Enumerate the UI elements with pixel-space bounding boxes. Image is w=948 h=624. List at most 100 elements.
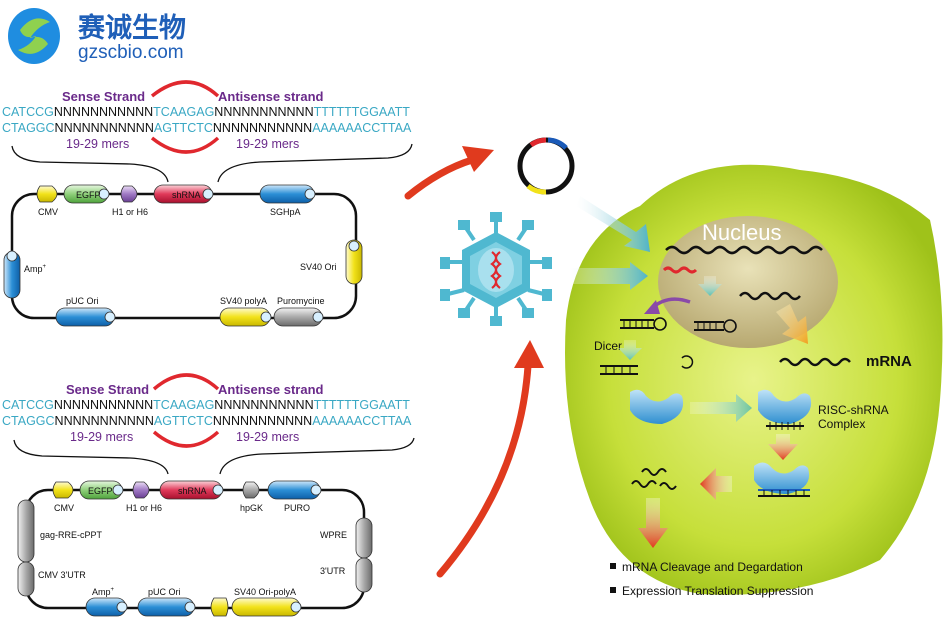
amp-label: Amp+ [24, 264, 47, 274]
mers-left-label-2: 19-29 mers [70, 430, 133, 444]
risc-bound-icon [754, 462, 810, 494]
lenti-amp-label: Amp+ [92, 587, 115, 597]
puromycine-label: Puromycine [277, 296, 325, 306]
mers-left-label: 19-29 mers [66, 137, 129, 151]
wpre-element [355, 517, 373, 559]
egfp-label: EGFP [76, 190, 101, 200]
mers-right-label-2: 19-29 mers [236, 430, 299, 444]
lenti-sv40-label: SV40 Ori-polyA [234, 587, 296, 597]
sequence-line-2: CTAGGCNNNNNNNNNNNAGTTCTCNNNNNNNNNNNAAAAA… [2, 121, 412, 135]
plasmid-blue-segment [547, 137, 568, 150]
outcome-arrow [638, 498, 668, 548]
entry-arrow-plasmid [576, 196, 650, 252]
cleavage-arrow [700, 468, 732, 500]
antisense-strand-label: Antisense strand [218, 89, 324, 104]
wpre-label: WPRE [320, 530, 347, 540]
arrow-to-virus [436, 362, 532, 578]
loop-fragment-icon [681, 355, 694, 369]
logo-url-text: gzscbio.com [78, 42, 184, 63]
plasmid-yellow-segment [526, 183, 547, 195]
lenti-amp-endcap-icon [116, 601, 128, 613]
risc-complex-icon [758, 389, 812, 424]
lenti-h1-icon [132, 481, 150, 499]
risc-label-line1: RISC-shRNA [818, 403, 889, 417]
sequence-line-1: CATCCGNNNNNNNNNNNTCAAGAGNNNNNNNNNNNTTTTT… [2, 105, 410, 119]
sghpa-label: SGHpA [270, 207, 301, 217]
sense-strand-label: Sense Strand [62, 89, 145, 104]
lentiviral-plasmid: EGFP shRNA CMV H1 or H6 hpGK PURO gag-RR… [17, 480, 373, 617]
sense-strand-label-2: Sense Strand [66, 382, 149, 397]
hpgk-label: hpGK [240, 503, 263, 513]
amp-endcap-icon [6, 250, 18, 262]
mrna-export-arrow [776, 304, 808, 344]
lenti-backbone [24, 488, 366, 610]
risc-protein-icon [630, 389, 684, 424]
gag-rre-cppt-label: gag-RRE-cPPT [40, 530, 103, 540]
utr3-label: 3'UTR [320, 566, 346, 576]
sv40-ori-label: SV40 Ori [300, 262, 337, 272]
transcribe-arrow [698, 276, 722, 296]
shrna-hairpin-group [620, 317, 737, 333]
cmv-label: CMV [38, 207, 58, 217]
lentivirus-icon [440, 212, 552, 326]
plasmid-red-segment [529, 137, 547, 148]
bracket-right [217, 143, 413, 183]
puro-endcap-icon [310, 484, 322, 496]
logo-mark [8, 8, 60, 64]
lenti-egfp-endcap-icon [112, 484, 124, 496]
shrna-transcript-icon [662, 266, 698, 274]
nuclear-mrna-icon [739, 291, 801, 301]
lenti-egfp-label: EGFP [88, 486, 113, 496]
cytoplasmic-mrna-icon [779, 357, 851, 367]
puc-ori-label: pUC Ori [66, 296, 99, 306]
shrna-label: shRNA [172, 190, 201, 200]
target-cell: Nucleus Dicer [565, 164, 943, 598]
lenti-sv40-endcap-icon [290, 601, 302, 613]
dicer-arrow [618, 340, 642, 360]
sequence-line-1b: CATCCGNNNNNNNNNNNTCAAGAGNNNNNNNNNNNTTTTT… [2, 398, 410, 412]
virus-rna-icon-2 [494, 251, 502, 289]
lenti-sv40-element [231, 597, 301, 617]
target-binding-arrow [768, 434, 798, 460]
bullet-icon-2 [610, 587, 616, 593]
shrna-endcap-icon [202, 188, 214, 200]
export-arrow-head [644, 300, 660, 314]
h1-label: H1 or H6 [112, 207, 148, 217]
nucleus-label: Nucleus [702, 220, 781, 245]
virus-spike-tips [440, 212, 552, 326]
shrna-plasmid: EGFP shRNA CMV H1 or H6 SGHpA Amp+ SV40 … [3, 184, 363, 327]
mrna-label: mRNA [866, 353, 912, 370]
cleaved-mrna-fragments [631, 468, 677, 490]
delivery-arrows [404, 146, 544, 578]
entry-arrow-virus [570, 262, 648, 290]
lenti-puc-endcap-icon [184, 601, 196, 613]
genomic-dna-icon [665, 245, 823, 255]
puc-endcap-icon [104, 311, 116, 323]
sirna-duplex-icon [600, 365, 638, 375]
cmv-3utr-label: CMV 3'UTR [38, 570, 86, 580]
lenti-shrna-label: shRNA [178, 486, 207, 496]
sv40-polya-endcap-icon [260, 311, 272, 323]
logo-swirl [18, 18, 50, 54]
bracket-right-2 [219, 437, 415, 475]
bracket-left [11, 145, 169, 183]
arrow-to-plasmid-head [462, 146, 494, 172]
risc-loading-arrow [690, 394, 752, 422]
lenti-puc-label: pUC Ori [148, 587, 181, 597]
circular-plasmid-icon [517, 137, 575, 195]
loop-arc-bottom [150, 136, 220, 154]
result-line-2: Expression Translation Suppression [622, 584, 813, 598]
lenti-h1-label: H1 or H6 [126, 503, 162, 513]
sv40-ori-element [345, 239, 363, 285]
bottom-sequence-block: Sense Strand Antisense strand CATCCGNNNN… [2, 373, 415, 475]
utr3-element [355, 557, 373, 593]
lenti-cmv-label: CMV [54, 503, 74, 513]
dicer-label: Dicer [594, 339, 622, 353]
egfp-endcap-icon [98, 188, 110, 200]
risc-label-line2: Complex [818, 417, 865, 431]
mers-right-label: 19-29 mers [236, 137, 299, 151]
cmv-3utr-element [17, 561, 35, 597]
loop-arc-top [150, 80, 220, 98]
result-line-1: mRNA Cleavage and Degardation [622, 560, 803, 574]
